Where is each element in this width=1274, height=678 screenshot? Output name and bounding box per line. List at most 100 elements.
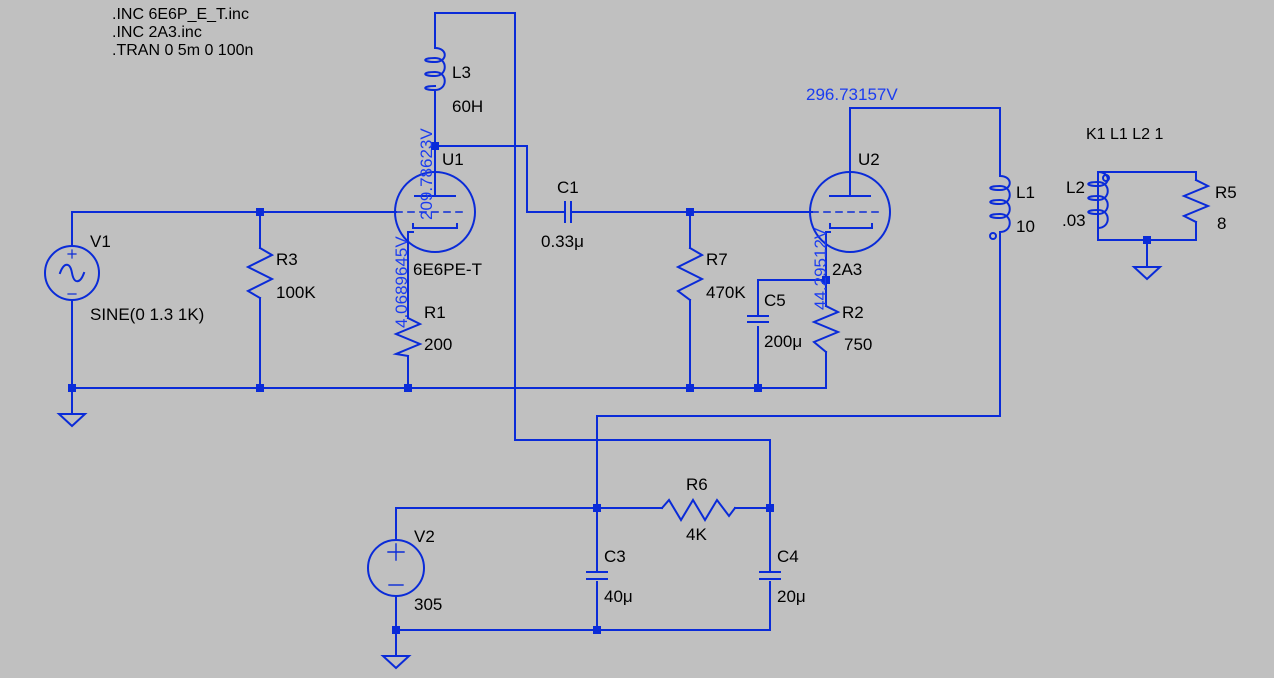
r5-name: R5 — [1215, 183, 1237, 202]
v2-name: V2 — [414, 527, 435, 546]
l1-value: 10 — [1016, 217, 1035, 236]
r5-value: 8 — [1217, 214, 1226, 233]
l3-value: 60H — [452, 97, 483, 116]
u2-plate-wire[interactable] — [849, 107, 1001, 197]
c4-capacitor[interactable]: C4 20μ — [759, 547, 806, 606]
u1-plate-voltage: 209.78623V — [417, 128, 436, 220]
inductor-icon — [1087, 170, 1109, 230]
c5-name: C5 — [764, 291, 786, 310]
l2-name: L2 — [1066, 178, 1085, 197]
capacitor-icon — [586, 571, 608, 580]
u1-name: U1 — [442, 150, 464, 169]
capacitor-icon — [759, 571, 781, 580]
l3-top-wire[interactable] — [434, 12, 771, 509]
v2-top-wire[interactable] — [395, 507, 663, 541]
c3-capacitor[interactable]: C3 40μ — [586, 547, 633, 606]
r7-resistor[interactable]: R7 470K — [675, 246, 746, 302]
c5-capacitor[interactable]: C5 200μ — [747, 291, 802, 351]
u2-model: 2A3 — [832, 260, 862, 279]
l1-name: L1 — [1016, 183, 1035, 202]
r6-resistor[interactable]: R6 4K — [660, 475, 737, 544]
c3-value: 40μ — [604, 587, 633, 606]
resistor-icon — [811, 304, 841, 354]
junction-dot — [1143, 236, 1151, 244]
u2-name: U2 — [858, 150, 880, 169]
resistor-icon — [245, 246, 275, 300]
directive-inc-6e6p: .INC 6E6P_E_T.inc — [112, 6, 249, 23]
spice-directives[interactable]: .INC 6E6P_E_T.inc .INC 2A3.inc .TRAN 0 5… — [112, 6, 253, 59]
l3-inductor[interactable]: L3 60H — [424, 46, 483, 116]
v2-dc-source[interactable]: V2 305 — [367, 527, 442, 614]
junction-dot — [256, 208, 264, 216]
c1-name: C1 — [557, 178, 579, 197]
u2-filament — [829, 223, 873, 229]
u1-cathode-voltage: 4.0689645V — [392, 236, 411, 328]
r5-resistor[interactable]: R5 8 — [1181, 178, 1237, 233]
ground-icon — [380, 655, 412, 670]
junction-dot — [686, 208, 694, 216]
l1-bottom-wire[interactable] — [596, 241, 1001, 509]
resistor-icon — [1181, 178, 1211, 224]
r7-value: 470K — [706, 283, 746, 302]
l3-name: L3 — [452, 63, 471, 82]
junction-dot — [392, 626, 400, 634]
ground-icon — [1131, 266, 1163, 281]
u1-model: 6E6PE-T — [413, 260, 482, 279]
triode-icon — [394, 171, 476, 253]
supply-ground-bus[interactable] — [395, 595, 771, 655]
junction-dot — [593, 626, 601, 634]
r1-resistor[interactable]: R1 200 — [392, 303, 452, 358]
junction-dot — [68, 384, 76, 392]
l1-phase-dot — [989, 232, 997, 240]
l2-value: .03 — [1062, 211, 1086, 230]
junction-dot — [754, 384, 762, 392]
r7-name: R7 — [706, 250, 728, 269]
u2-plate-voltage: 296.73157V — [806, 85, 898, 104]
c1-capacitor[interactable]: C1 0.33μ — [541, 178, 584, 251]
r2-resistor[interactable]: R2 750 — [811, 303, 872, 354]
c4-value: 20μ — [777, 587, 806, 606]
u2-tube[interactable]: U2 2A3 — [809, 150, 891, 279]
v1-value: SINE(0 1.3 1K) — [90, 305, 204, 324]
sine-source-icon — [44, 245, 100, 301]
junction-dot — [256, 384, 264, 392]
r1-value: 200 — [424, 335, 452, 354]
c4-name: C4 — [777, 547, 799, 566]
junction-dot — [404, 384, 412, 392]
resistor-icon — [392, 316, 423, 358]
r3-resistor[interactable]: R3 100K — [245, 246, 316, 302]
directive-tran: .TRAN 0 5m 0 100n — [112, 42, 253, 59]
inductor-icon — [989, 169, 1011, 243]
v1-name: V1 — [90, 232, 111, 251]
r6-name: R6 — [686, 475, 708, 494]
r2-value: 750 — [844, 335, 872, 354]
resistor-icon — [660, 498, 737, 522]
junction-dot — [766, 504, 774, 512]
v1-sine-source[interactable]: V1 SINE(0 1.3 1K) — [44, 232, 204, 324]
ground-icon — [56, 413, 88, 428]
junctions — [68, 142, 1151, 634]
r1-name: R1 — [424, 303, 446, 322]
triode-icon — [809, 171, 891, 253]
c1-value: 0.33μ — [541, 232, 584, 251]
u2-cathode-voltage: 44.29512V — [811, 227, 830, 310]
l2-inductor[interactable]: L2 .03 — [1062, 170, 1110, 230]
dc-source-icon — [367, 539, 425, 597]
resistor-icon — [675, 246, 705, 302]
junction-dot — [593, 504, 601, 512]
r3-name: R3 — [276, 250, 298, 269]
u1-tube[interactable]: U1 6E6PE-T — [394, 150, 482, 279]
r3-value: 100K — [276, 283, 316, 302]
directive-inc-2a3: .INC 2A3.inc — [112, 24, 202, 41]
inductor-icon — [424, 46, 446, 93]
coupling-directive[interactable]: K1 L1 L2 1 — [1086, 126, 1164, 143]
wires — [71, 12, 1197, 655]
c5-value: 200μ — [764, 332, 802, 351]
l1-inductor[interactable]: L1 10 — [989, 169, 1035, 243]
l2-r5-loop-wire[interactable] — [1097, 171, 1197, 241]
c3-name: C3 — [604, 547, 626, 566]
u1-plate-node-wire[interactable] — [434, 145, 562, 213]
junction-dot — [431, 142, 439, 150]
input-grid-wire[interactable] — [71, 211, 397, 246]
